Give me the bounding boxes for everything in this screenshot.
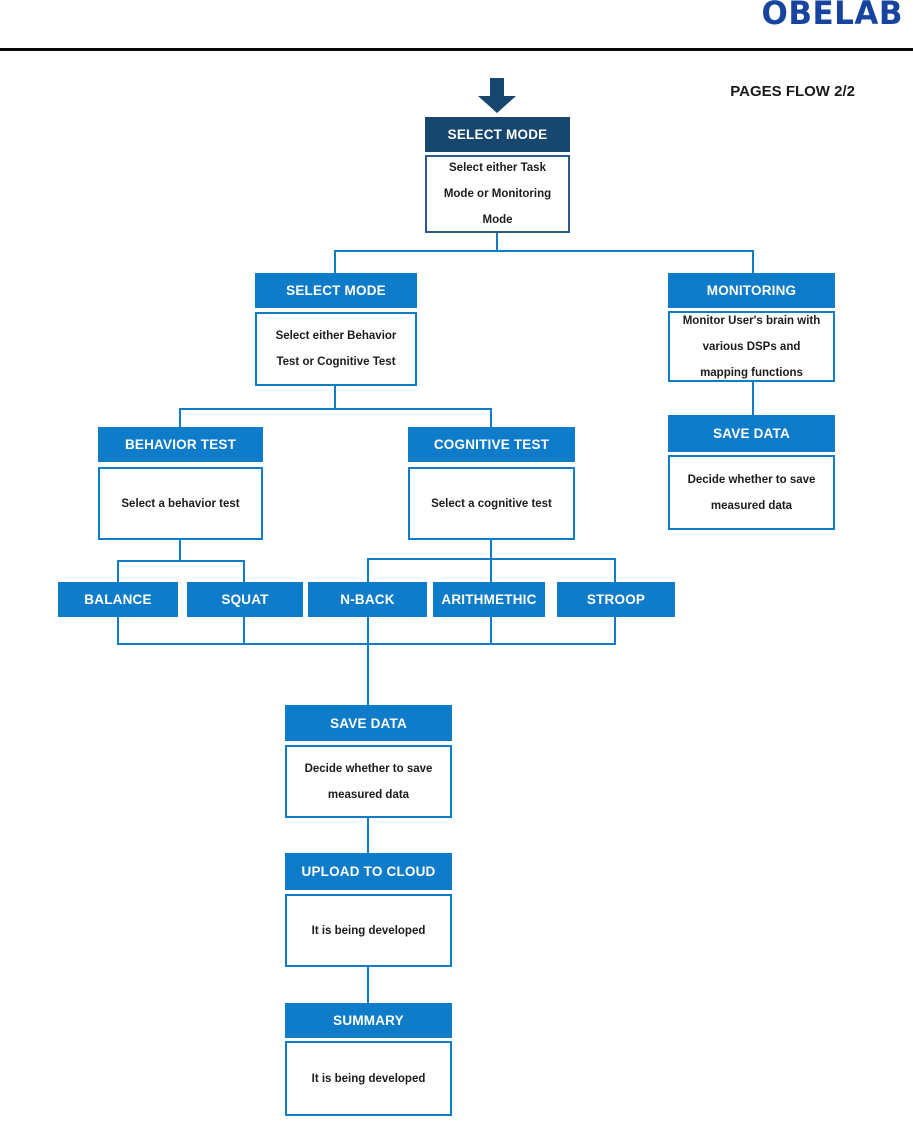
connector-line <box>179 408 492 410</box>
connector-line <box>179 540 181 560</box>
node-cognitive-test-desc: Select a cognitive test <box>408 467 575 540</box>
node-save-data-desc: Decide whether to save measured data <box>285 745 452 818</box>
header-divider <box>0 48 913 51</box>
node-summary: SUMMARY <box>285 1003 452 1038</box>
node-monitoring-save-data: SAVE DATA <box>668 415 835 452</box>
connector-line <box>752 382 754 415</box>
node-save-data: SAVE DATA <box>285 705 452 741</box>
connector-line <box>490 540 492 558</box>
connector-line <box>334 250 754 252</box>
connector-line <box>117 617 119 645</box>
connector-line <box>179 408 181 427</box>
connector-line <box>496 233 498 250</box>
connector-line <box>367 818 369 853</box>
connector-line <box>117 560 119 582</box>
node-monitoring-desc: Monitor User's brain with various DSPs a… <box>668 311 835 382</box>
connector-line <box>490 408 492 427</box>
node-n-back: N-BACK <box>308 582 427 617</box>
connector-line <box>367 617 369 705</box>
node-stroop: STROOP <box>557 582 675 617</box>
connector-line <box>117 643 616 645</box>
down-arrow-icon <box>490 78 504 98</box>
node-behavior-test-desc: Select a behavior test <box>98 467 263 540</box>
node-upload-to-cloud: UPLOAD TO CLOUD <box>285 853 452 890</box>
node-select-mode-root-desc: Select either Task Mode or Monitoring Mo… <box>425 155 570 233</box>
node-summary-desc: It is being developed <box>285 1041 452 1116</box>
connector-line <box>117 560 245 562</box>
down-arrow-icon <box>478 96 516 113</box>
connector-line <box>490 617 492 645</box>
connector-line <box>614 558 616 582</box>
obelab-logo: OBELAB <box>761 0 903 33</box>
connector-line <box>243 617 245 645</box>
connector-line <box>367 967 369 1003</box>
node-upload-to-cloud-desc: It is being developed <box>285 894 452 967</box>
node-behavior-test: BEHAVIOR TEST <box>98 427 263 462</box>
node-monitoring: MONITORING <box>668 273 835 308</box>
connector-line <box>367 558 369 582</box>
page-flow-label: PAGES FLOW 2/2 <box>730 83 855 100</box>
node-cognitive-test: COGNITIVE TEST <box>408 427 575 462</box>
node-select-mode-root: SELECT MODE <box>425 117 570 152</box>
connector-line <box>334 250 336 273</box>
connector-line <box>243 560 245 582</box>
node-balance: BALANCE <box>58 582 178 617</box>
node-squat: SQUAT <box>187 582 303 617</box>
node-select-mode-2: SELECT MODE <box>255 273 417 308</box>
connector-line <box>490 558 492 582</box>
connector-line <box>752 250 754 273</box>
node-arithmethic: ARITHMETHIC <box>433 582 545 617</box>
connector-line <box>614 617 616 645</box>
node-monitoring-save-data-desc: Decide whether to save measured data <box>668 455 835 530</box>
node-select-mode-2-desc: Select either Behavior Test or Cognitive… <box>255 312 417 386</box>
connector-line <box>334 386 336 408</box>
